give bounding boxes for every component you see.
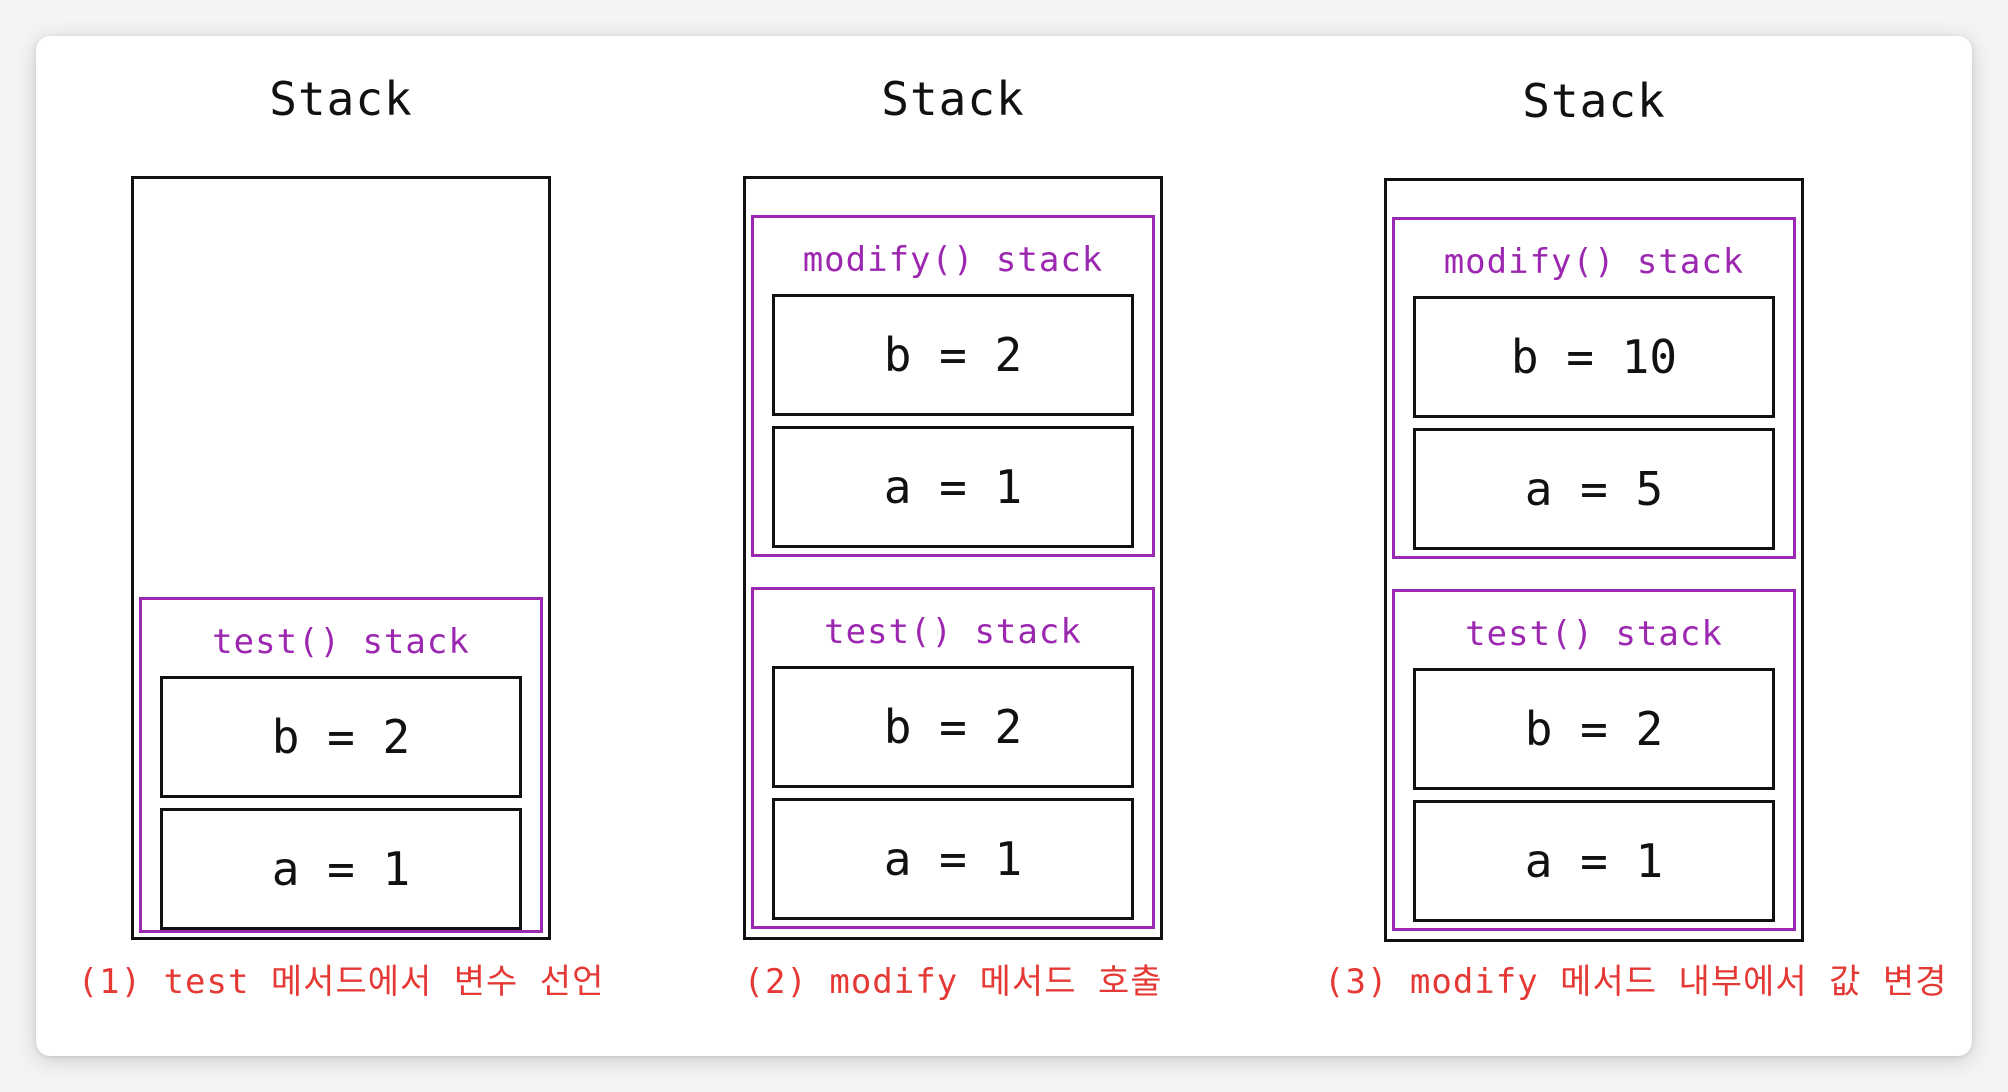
stack-container: test() stack b = 2 a = 1 xyxy=(131,176,551,940)
test-stack-frame: test() stack b = 2 a = 1 xyxy=(751,587,1155,929)
frame-label: modify() stack xyxy=(1443,242,1745,282)
stack-title: Stack xyxy=(881,72,1025,126)
step-caption: (3) modify 메서드 내부에서 값 변경 xyxy=(1324,962,1948,1002)
step-caption: (2) modify 메서드 호출 xyxy=(743,962,1163,1002)
variable-cell-a: a = 1 xyxy=(1413,800,1775,922)
frame-label: test() stack xyxy=(824,612,1082,652)
stack-title: Stack xyxy=(269,72,413,126)
modify-stack-frame: modify() stack b = 2 a = 1 xyxy=(751,215,1155,557)
step-caption: (1) test 메서드에서 변수 선언 xyxy=(77,962,605,1002)
frame-label: test() stack xyxy=(212,622,470,662)
variable-cell-a: a = 1 xyxy=(772,798,1134,920)
variable-cell-b: b = 2 xyxy=(160,676,522,798)
variable-cell-a: a = 1 xyxy=(160,808,522,930)
frame-label: modify() stack xyxy=(802,240,1104,280)
test-stack-frame: test() stack b = 2 a = 1 xyxy=(1392,589,1796,931)
stack-container: modify() stack b = 2 a = 1 test() stack … xyxy=(743,176,1163,940)
stack-title: Stack xyxy=(1522,74,1666,128)
variable-cell-b: b = 2 xyxy=(772,666,1134,788)
variable-cell-a: a = 5 xyxy=(1413,428,1775,550)
frame-label: test() stack xyxy=(1465,614,1723,654)
variable-cell-b: b = 10 xyxy=(1413,296,1775,418)
variable-cell-b: b = 2 xyxy=(1413,668,1775,790)
stack-container: modify() stack b = 10 a = 5 test() stack… xyxy=(1384,178,1804,942)
test-stack-frame: test() stack b = 2 a = 1 xyxy=(139,597,543,933)
modify-stack-frame: modify() stack b = 10 a = 5 xyxy=(1392,217,1796,559)
variable-cell-a: a = 1 xyxy=(772,426,1134,548)
variable-cell-b: b = 2 xyxy=(772,294,1134,416)
diagram-card: Stack test() stack b = 2 a = 1 (1) test … xyxy=(36,36,1972,1056)
